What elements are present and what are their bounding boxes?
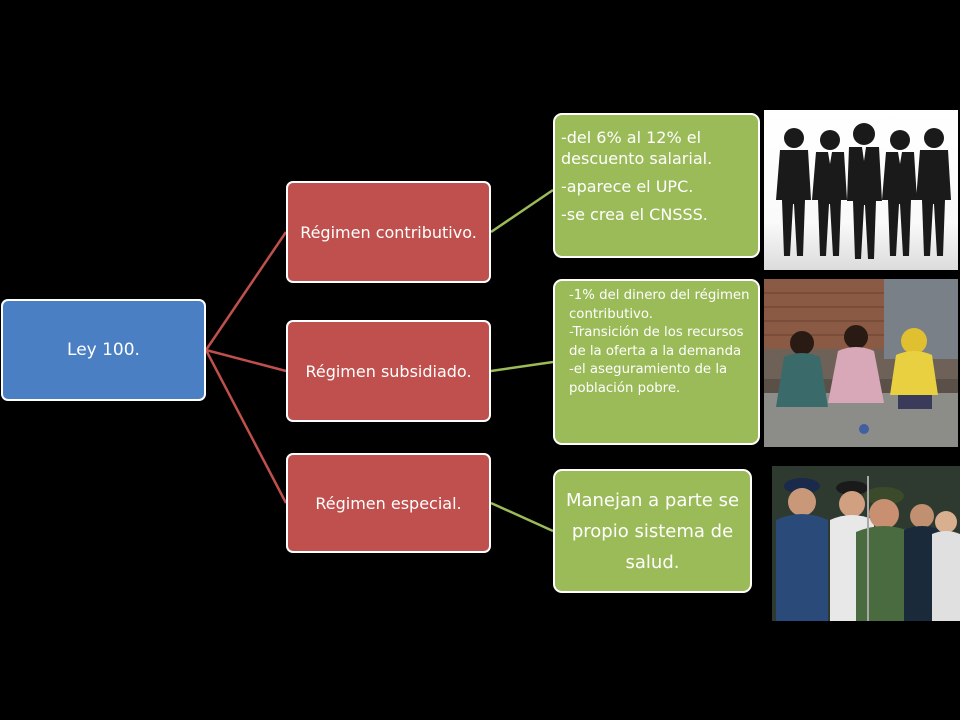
military-officers-photo-icon xyxy=(772,466,960,621)
connector-especial-detail xyxy=(490,501,554,533)
detail-text: Manejan a parte se propio sistema de sal… xyxy=(565,489,740,573)
regime-label: Régimen subsidiado. xyxy=(305,361,472,381)
regime-node-contributivo: Régimen contributivo. xyxy=(286,181,491,283)
connector-root-contributivo xyxy=(204,231,288,351)
detail-line: -Transición de los recursos de la oferta… xyxy=(569,325,744,359)
detail-line: -aparece el UPC. xyxy=(561,177,694,196)
detail-node-especial: Manejan a parte se propio sistema de sal… xyxy=(553,469,752,593)
root-label: Ley 100. xyxy=(67,340,140,360)
root-node: Ley 100. xyxy=(1,299,206,401)
detail-node-subsidiado: -1% del dinero del régimen contributivo.… xyxy=(553,279,760,445)
children-sitting-street-photo-icon xyxy=(764,279,958,447)
regime-node-especial: Régimen especial. xyxy=(286,453,491,553)
regime-label: Régimen contributivo. xyxy=(300,222,477,242)
regime-node-subsidiado: Régimen subsidiado. xyxy=(286,320,491,422)
detail-node-contributivo: -del 6% al 12% el descuento salarial. -a… xyxy=(553,113,760,258)
connector-contributivo-detail xyxy=(490,188,554,234)
connector-root-especial xyxy=(204,349,288,504)
detail-line: -el aseguramiento de la población pobre. xyxy=(569,362,728,396)
regime-label: Régimen especial. xyxy=(315,493,462,513)
detail-line: -1% del dinero del régimen contributivo. xyxy=(569,288,750,322)
business-people-silhouettes-icon xyxy=(764,110,958,270)
detail-line: -del 6% al 12% el descuento salarial. xyxy=(561,128,713,168)
detail-line: -se crea el CNSSS. xyxy=(561,205,708,224)
connector-root-subsidiado xyxy=(205,348,287,373)
connector-subsidiado-detail xyxy=(490,360,554,373)
